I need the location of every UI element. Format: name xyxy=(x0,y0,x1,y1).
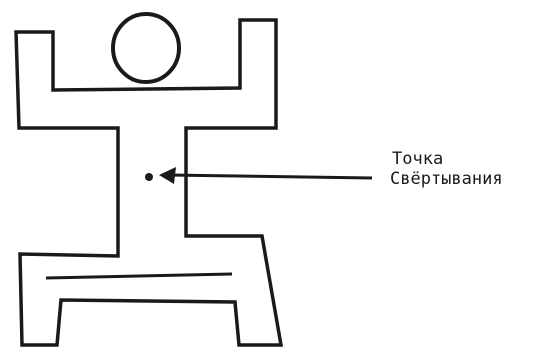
arrow-head xyxy=(159,167,176,184)
dot-icon xyxy=(145,173,153,181)
head-outline xyxy=(111,12,181,84)
inner-leg-line xyxy=(45,272,233,280)
body-outline xyxy=(14,18,284,347)
arrow-left-icon xyxy=(167,173,373,180)
annotation-label-line1: Точка xyxy=(392,149,444,169)
annotation-label-line2: Свёртывания xyxy=(390,169,503,189)
